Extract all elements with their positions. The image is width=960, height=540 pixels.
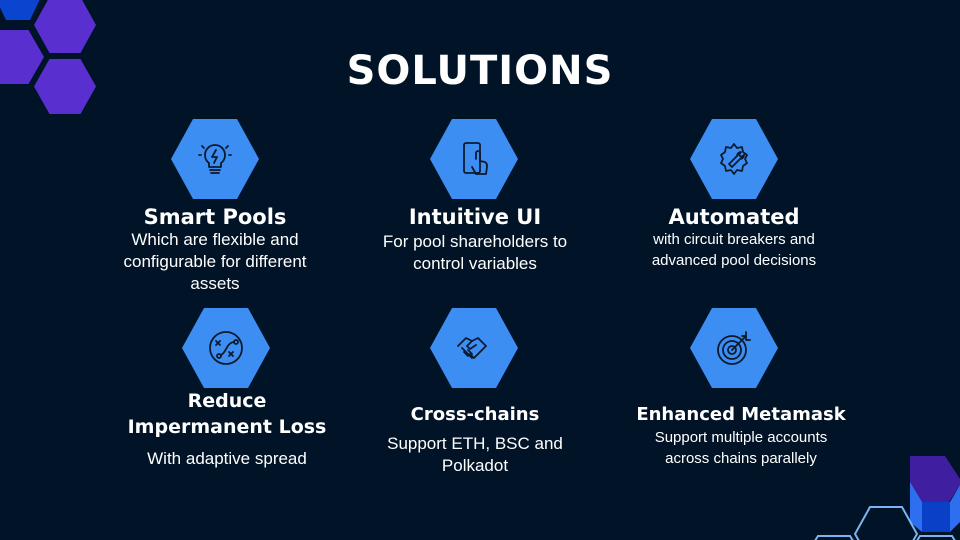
card-title: Automated (668, 205, 800, 229)
card-reduce-impermanent-loss: Reduce Impermanent Loss With adaptive sp… (102, 388, 352, 470)
decor-hex-purple (34, 0, 96, 53)
card-title: Cross-chains (410, 404, 540, 425)
decor-hex-cluster (814, 456, 960, 540)
card-description: with circuit breakers and advanced pool … (651, 231, 817, 269)
card-description: Support multiple accounts across chains … (654, 429, 828, 467)
decor-hex-blue (0, 0, 42, 20)
card-cross-chains: Cross-chains Support ETH, BSC and Polkad… (350, 403, 600, 477)
card-title: Enhanced Metamask (636, 404, 846, 425)
card-description: For pool shareholders to control variabl… (382, 232, 568, 273)
card-enhanced-metamask: Enhanced Metamask Support multiple accou… (616, 403, 866, 469)
page-title: SOLUTIONS (346, 48, 614, 94)
gear-wrench-icon (690, 119, 778, 199)
card-description: Which are flexible and configurable for … (123, 230, 307, 293)
target-icon (690, 308, 778, 388)
card-smart-pools: Smart Pools Which are flexible and confi… (90, 205, 340, 295)
strategy-icon (182, 308, 270, 388)
card-title: Intuitive UI (408, 205, 542, 229)
lightbulb-icon (171, 119, 259, 199)
card-description: Support ETH, BSC and Polkadot (387, 434, 563, 475)
card-intuitive-ui: Intuitive UI For pool shareholders to co… (350, 205, 600, 275)
card-title: Smart Pools (143, 205, 287, 229)
handshake-icon (430, 308, 518, 388)
card-title: Reduce Impermanent Loss (127, 390, 327, 438)
card-description: With adaptive spread (147, 449, 307, 468)
touch-phone-icon (430, 119, 518, 199)
card-automated: Automated with circuit breakers and adva… (609, 205, 859, 271)
